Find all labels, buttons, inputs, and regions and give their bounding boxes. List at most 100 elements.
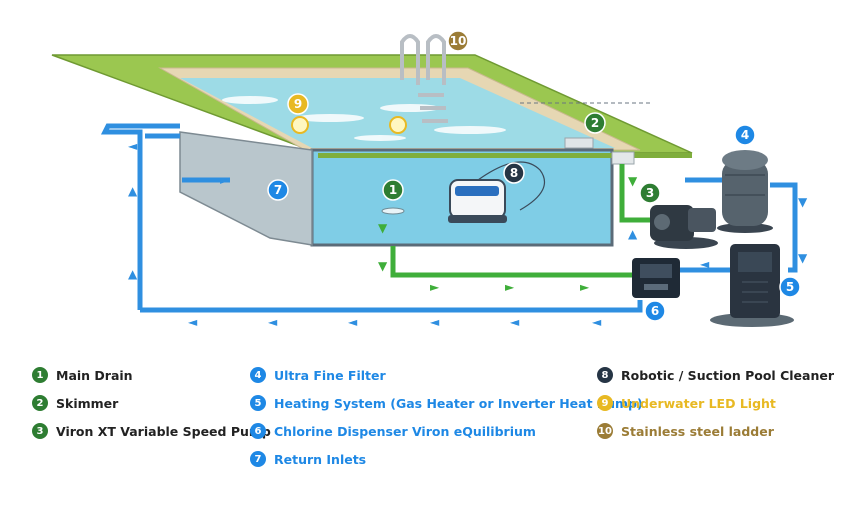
svg-text:◄: ◄ <box>188 315 198 329</box>
suction-piping <box>390 164 652 278</box>
legend-item-ladder: 10 Stainless steel ladder <box>597 423 774 439</box>
svg-text:▲: ▲ <box>128 184 138 198</box>
marker-3: 3 <box>639 182 661 204</box>
pool-side-wall <box>179 131 313 246</box>
svg-text:▼: ▼ <box>798 195 808 209</box>
heater-unit <box>710 244 794 327</box>
return-piping <box>100 123 798 313</box>
marker-label: 7 <box>274 183 282 197</box>
chlorine-dispenser <box>632 258 680 298</box>
legend-label: Chlorine Dispenser Viron eQuilibrium <box>274 423 536 439</box>
svg-text:▼: ▼ <box>628 174 638 188</box>
svg-text:▼: ▼ <box>798 251 808 265</box>
marker-label: 10 <box>450 34 467 48</box>
marker-circle <box>644 300 666 322</box>
marker-label: 5 <box>786 280 794 294</box>
svg-text:►: ► <box>505 280 515 294</box>
marker-7: 7 <box>267 179 289 201</box>
skimmer-box <box>564 137 594 149</box>
legend-label: Underwater LED Light <box>621 395 776 411</box>
variable-speed-pump <box>650 205 718 249</box>
legend-number-badge: 10 <box>597 423 613 439</box>
legend-item-main-drain: 1 Main Drain <box>32 367 133 383</box>
legend-number-badge: 9 <box>597 395 613 411</box>
legend-item-filter: 4 Ultra Fine Filter <box>250 367 386 383</box>
marker-label: 4 <box>741 128 749 142</box>
svg-text:◄: ◄ <box>128 139 138 153</box>
svg-text:▼: ▼ <box>378 259 388 273</box>
svg-text:►: ► <box>220 173 230 187</box>
marker-9: 9 <box>287 93 309 115</box>
legend-item-chlorine-dispenser: 6 Chlorine Dispenser Viron eQuilibrium <box>250 423 536 439</box>
marker-circle <box>639 182 661 204</box>
marker-5: 5 <box>779 276 801 298</box>
svg-text:◄: ◄ <box>430 315 440 329</box>
legend-number-badge: 2 <box>32 395 48 411</box>
legend: 1 Main Drain 2 Skimmer 3 Viron XT Variab… <box>0 362 842 482</box>
marker-circle <box>779 276 801 298</box>
svg-text:◄: ◄ <box>592 315 602 329</box>
marker-circle <box>503 162 525 184</box>
marker-circle <box>382 179 404 201</box>
legend-label: Robotic / Suction Pool Cleaner <box>621 367 834 383</box>
svg-text:◄: ◄ <box>268 315 278 329</box>
marker-2: 2 <box>584 112 606 134</box>
legend-number-badge: 8 <box>597 367 613 383</box>
marker-6: 6 <box>644 300 666 322</box>
svg-text:◄: ◄ <box>348 315 358 329</box>
legend-number-badge: 1 <box>32 367 48 383</box>
flow-arrows: ◄ ◄ ◄ ◄ ◄ ◄ ▲ ▲ ◄ ► ▼ ▼ ◄ ▲ ► ► ► ▼ ▼ ▼ <box>128 139 808 329</box>
svg-text:▼: ▼ <box>378 221 388 235</box>
legend-label: Main Drain <box>56 367 133 383</box>
marker-8: 8 <box>503 162 525 184</box>
led-light <box>389 116 407 134</box>
marker-circle <box>734 124 756 146</box>
svg-text:▲: ▲ <box>128 267 138 281</box>
svg-text:►: ► <box>430 280 440 294</box>
svg-text:►: ► <box>580 280 590 294</box>
svg-text:◄: ◄ <box>510 315 520 329</box>
legend-label: Ultra Fine Filter <box>274 367 386 383</box>
legend-item-pool-cleaner: 8 Robotic / Suction Pool Cleaner <box>597 367 834 383</box>
legend-label: Heating System (Gas Heater or Inverter H… <box>274 395 643 411</box>
legend-number-badge: 7 <box>250 451 266 467</box>
legend-item-skimmer: 2 Skimmer <box>32 395 118 411</box>
legend-label: Return Inlets <box>274 451 367 467</box>
robotic-cleaner <box>448 161 545 223</box>
svg-text:▲: ▲ <box>628 227 638 241</box>
grass-edge <box>318 153 692 158</box>
legend-number-badge: 3 <box>32 423 48 439</box>
legend-label: Viron XT Variable Speed Pump <box>56 423 271 439</box>
marker-circle <box>267 179 289 201</box>
marker-circle <box>287 93 309 115</box>
marker-1: 1 <box>382 179 404 201</box>
marker-10: 10 <box>447 30 469 52</box>
marker-label: 9 <box>294 97 302 111</box>
legend-item-led-light: 9 Underwater LED Light <box>597 395 776 411</box>
legend-number-badge: 5 <box>250 395 266 411</box>
number-markers: 1 2 3 4 5 6 7 8 9 10 <box>267 30 801 322</box>
marker-label: 2 <box>591 116 599 130</box>
water-surface <box>180 78 615 148</box>
filter-tank <box>717 150 773 233</box>
legend-number-badge: 6 <box>250 423 266 439</box>
legend-label: Skimmer <box>56 395 119 411</box>
marker-4: 4 <box>734 124 756 146</box>
skimmer-outlet <box>611 151 635 165</box>
led-light <box>291 116 309 134</box>
legend-item-heating-system: 5 Heating System (Gas Heater or Inverter… <box>250 395 643 411</box>
pool-system-diagram: ◄ ◄ ◄ ◄ ◄ ◄ ▲ ▲ ◄ ► ▼ ▼ ◄ ▲ ► ► ► ▼ ▼ ▼ <box>51 30 808 329</box>
marker-label: 1 <box>389 183 397 197</box>
marker-label: 8 <box>510 166 518 180</box>
marker-circle <box>584 112 606 134</box>
marker-label: 3 <box>646 186 654 200</box>
svg-text:◄: ◄ <box>700 257 710 271</box>
main-drain <box>381 207 405 215</box>
marker-label: 6 <box>651 304 659 318</box>
legend-item-return-inlets: 7 Return Inlets <box>250 451 366 467</box>
legend-label: Stainless steel ladder <box>621 423 774 439</box>
legend-item-pump: 3 Viron XT Variable Speed Pump <box>32 423 271 439</box>
pool-ladder <box>400 34 448 123</box>
marker-circle <box>447 30 469 52</box>
legend-number-badge: 4 <box>250 367 266 383</box>
